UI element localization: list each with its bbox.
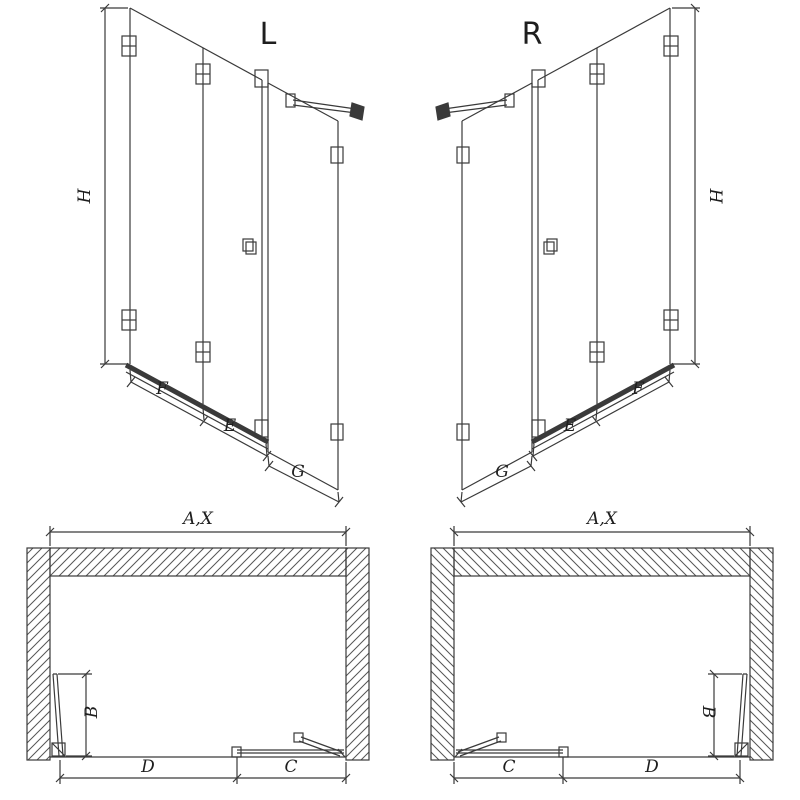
door-width-dim-label-right: D (644, 757, 659, 777)
mid-panel-dim-label-right: E (563, 416, 577, 436)
depth-dim-label-left: B (82, 706, 102, 720)
side-panel-dim-label-right: G (495, 462, 509, 482)
door-panel-dim-label-left: F (155, 379, 169, 399)
door-panel-dim-label-right: F (631, 379, 645, 399)
height-dim-label-left: H (75, 187, 95, 204)
variant-label-left: L (260, 17, 277, 52)
depth-dim-label-right: B (698, 705, 718, 719)
plan-view-right (430, 525, 774, 785)
side-panel-dim-label-left: G (291, 462, 305, 482)
plan-view-left (26, 525, 370, 785)
door-width-dim-label-left: D (140, 757, 155, 777)
width-dim-label-right: A,X (585, 509, 618, 529)
variant-label-right: R (522, 17, 543, 52)
fixed-width-dim-label-left: C (284, 757, 297, 777)
height-dim-label-right: H (705, 188, 725, 205)
width-dim-label-left: A,X (181, 509, 214, 529)
fixed-width-dim-label-right: C (502, 757, 515, 777)
mid-panel-dim-label-left: E (223, 416, 237, 436)
